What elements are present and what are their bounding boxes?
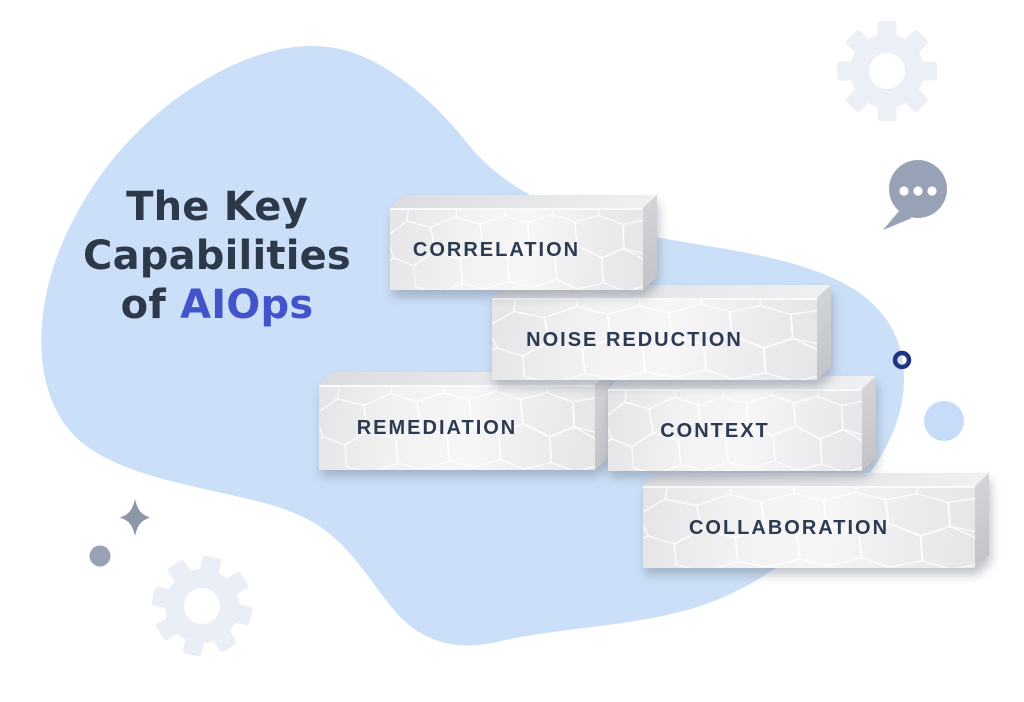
block-side-face	[595, 371, 609, 470]
block-collaboration: COLLABORATION	[643, 472, 989, 568]
chat-dot-icon	[899, 186, 909, 196]
block-side-face	[817, 284, 831, 380]
block-front-face: NOISE REDUCTION	[492, 298, 817, 380]
block-side-face	[975, 472, 989, 568]
ring-icon	[892, 350, 912, 370]
block-remediation: REMEDIATION	[319, 371, 609, 470]
block-label: COLLABORATION	[688, 516, 890, 539]
block-front-face: CONTEXT	[608, 389, 862, 471]
block-front-face: CORRELATION	[390, 208, 643, 290]
block-front-face: REMEDIATION	[319, 385, 595, 470]
sparkle-icon	[120, 499, 150, 536]
chat-dot-icon	[913, 186, 923, 196]
block-context: CONTEXT	[608, 375, 876, 471]
block-label: NOISE REDUCTION	[526, 328, 743, 351]
block-correlation: CORRELATION	[390, 194, 657, 290]
gear-icon	[837, 21, 937, 121]
chat-bubble-icon	[883, 160, 947, 230]
title-line-2: Capabilities	[83, 233, 351, 279]
block-side-face	[862, 375, 876, 471]
block-side-face	[643, 194, 657, 290]
block-label: REMEDIATION	[356, 417, 518, 439]
block-top-face	[643, 473, 989, 486]
chat-bubble-tail	[883, 211, 912, 230]
title-line-3-prefix: of	[120, 282, 181, 328]
block-label: CONTEXT	[660, 419, 770, 442]
blue-dot-icon	[924, 401, 964, 441]
block-top-face	[390, 195, 657, 208]
chat-dot-icon	[927, 186, 937, 196]
gear-icon	[142, 546, 262, 666]
block-front-face: COLLABORATION	[643, 486, 975, 568]
page-title: The Key Capabilities of AIOps	[56, 183, 378, 330]
block-label: CORRELATION	[412, 238, 581, 261]
title-line-3: of AIOps	[56, 281, 378, 330]
gray-dot-icon	[89, 545, 111, 567]
block-noise-reduction: NOISE REDUCTION	[492, 284, 831, 380]
title-line-1: The Key	[126, 184, 308, 230]
title-accent-aiops: AIOps	[180, 282, 314, 328]
